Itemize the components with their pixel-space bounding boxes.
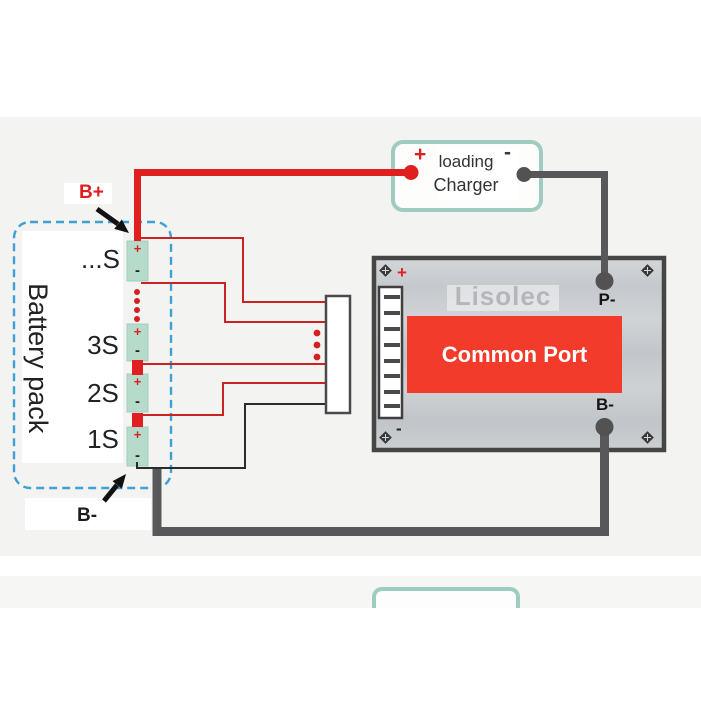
sense-wire-2s	[141, 382, 326, 416]
b-minus-terminal-label: B-	[596, 395, 614, 414]
cell-xs-minus-sign: -	[135, 262, 140, 279]
charger-minus-wire	[524, 171, 608, 278]
sense-wire-xs-plus	[141, 237, 326, 303]
charger-minus-sign: -	[504, 141, 511, 164]
b-minus-arrow-icon	[102, 474, 126, 503]
charger-text-highlight	[437, 149, 518, 200]
b-minus-label: B-	[77, 505, 98, 526]
b-plus-arrow-icon	[95, 206, 129, 233]
cell-link-2s-1s	[132, 413, 143, 427]
charger-plus-sign: +	[414, 143, 427, 166]
cell-label-xs: ...S	[80, 244, 120, 274]
cell-2s-plus-sign: +	[133, 374, 142, 389]
common-port-label: Common Port	[441, 341, 588, 367]
charger-label-line2: Charger	[433, 175, 499, 195]
sense-wire-xs-minus	[141, 282, 326, 323]
board-minus-sign: -	[396, 419, 402, 438]
b-minus-highlight	[25, 498, 151, 530]
plug-ellipsis-dots	[313, 329, 321, 361]
battery-pack-highlight	[22, 231, 123, 463]
b-plus-label: B+	[79, 182, 104, 203]
board-screw-slots	[382, 267, 651, 441]
charger-minus-terminal-dot	[516, 167, 532, 182]
brand-highlight	[447, 285, 559, 311]
cell-label-2s: 2S	[87, 378, 119, 408]
next-image-strip	[0, 576, 701, 608]
charger-label-line1: loading	[438, 152, 494, 171]
cell-1s-minus-sign: -	[135, 447, 140, 464]
cell-1s-plus-sign: +	[133, 427, 142, 442]
next-image-charger-box-partial	[372, 587, 520, 608]
charger-plus-terminal-dot	[403, 165, 419, 180]
cell-link-3s-2s	[132, 360, 143, 375]
p-minus-pad-dot	[595, 272, 614, 290]
board-connector-pins	[384, 295, 400, 408]
sense-wire-1s-black	[136, 403, 326, 469]
b-minus-wire	[152, 425, 609, 536]
board-balance-connector	[377, 285, 404, 420]
cell-ellipsis-dots	[134, 289, 140, 322]
battery-pack-label: Battery pack	[23, 283, 54, 434]
battery-pack-border	[12, 220, 173, 490]
cell-3s-plus-sign: +	[133, 324, 142, 339]
cell-2s-minus-sign: -	[135, 393, 140, 410]
b-plus-highlight	[64, 183, 112, 204]
b-minus-pad-dot	[595, 418, 614, 436]
cell-xs-plus-sign: +	[133, 241, 142, 256]
board-plus-sign: +	[397, 263, 407, 282]
b-plus-wire	[134, 169, 408, 241]
cell-label-3s: 3S	[87, 330, 119, 360]
cell-label-1s: 1S	[87, 424, 119, 454]
p-minus-terminal-label: P-	[598, 290, 616, 309]
board-brand-label: Lisolec	[454, 281, 552, 311]
cell-3s-minus-sign: -	[135, 342, 140, 359]
balance-plug	[324, 294, 352, 415]
common-port-box	[407, 316, 622, 393]
